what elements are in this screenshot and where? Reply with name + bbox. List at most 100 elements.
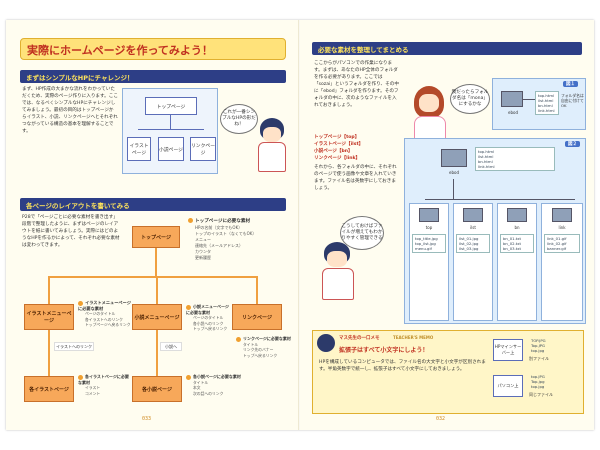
file-name: Top.JPG	[531, 343, 545, 348]
subfolder-name: ilst	[470, 225, 476, 230]
file-name: bn_02.txt	[503, 241, 521, 246]
girl-character-illustration	[408, 86, 452, 148]
file-name: ilst_02.jpg	[459, 241, 479, 246]
fig1-file-list: top.html ilst.html bn.html link.html	[535, 91, 559, 115]
teacher-memo: マス先生の一口メモ TEACHER'S MEMO 拡張子はすべて小文字にしよう！…	[312, 330, 584, 414]
subfolder-link: link link_01.gif link_02.gif banner.gif	[541, 203, 583, 321]
file-name: ilst.html	[478, 154, 494, 159]
file-name: link.html	[478, 164, 495, 169]
file-name: Top.jpg	[531, 379, 545, 384]
file-name: bn_03.txt	[503, 246, 521, 251]
character-body	[322, 268, 354, 300]
note-item: HPの名前（文字でもOK）	[195, 225, 243, 230]
file-name: TOP.JPG	[531, 338, 546, 343]
file-name: link_01.gif	[547, 236, 567, 241]
diagram-link-page: リンクページ	[190, 137, 216, 161]
list-item: 小説ページ【bn】	[314, 149, 353, 154]
speech-bubble-top: 我だったらフォルダ名は「mona」にするかな	[450, 84, 490, 114]
note-item: コメント	[85, 390, 101, 396]
pc-box: パソコン上	[493, 375, 523, 397]
note-item: タイトル	[193, 379, 209, 385]
connector	[425, 199, 575, 200]
file-name: ilst_03.jpg	[459, 246, 479, 251]
figure-1: 図１ ebod top.html ilst.html bn.html link.…	[492, 78, 586, 130]
diagram-novel-page: 小説ページ	[158, 137, 184, 161]
diagram-connector	[170, 115, 171, 129]
file-name: bn.html	[538, 103, 553, 108]
folder-icon	[501, 91, 523, 107]
layout-novel-page: 各小説ページ	[132, 376, 182, 402]
note-title: イラストメニューページに必要な素材	[78, 300, 131, 311]
file-name: link.html	[538, 108, 555, 113]
layout-illust-menu: イラストメニューページ	[24, 304, 74, 330]
note-top-page: トップページに必要な素材 HPの名前（文字でもOK） トップのイラスト（なくても…	[188, 218, 292, 261]
page-number-right: 032	[436, 416, 446, 422]
hp-file-list: TOP.JPG Top.JPG top.jpg	[529, 337, 559, 354]
section-heading-organize: 必要な素材を整理してまとめる	[312, 42, 582, 55]
note-item: 各小説へのリンク	[193, 320, 224, 326]
folder-icon	[507, 208, 527, 222]
note-item: ページのタイトル	[85, 311, 116, 316]
note-illust-menu: イラストメニューページに必要な素材 ページのタイトル 各イラストへのリンク トッ…	[78, 300, 134, 328]
note-illust-page: 各イラストページに必要な素材 イラスト コメント	[78, 374, 132, 396]
note-novel-menu: 小説メニューページに必要な素材 ページのタイトル 各小説へのリンク トップへ戻る…	[186, 304, 232, 332]
note-item: 更新履歴	[195, 255, 211, 260]
file-name: top.jpg	[531, 384, 545, 389]
note-novel-page: 各小説ページに必要な素材 タイトル 本文 次の話へのリンク	[186, 374, 246, 396]
folder-icon	[441, 149, 467, 167]
note-item: トップへ戻るリンク	[243, 352, 278, 358]
note-item: リンク先のバナー	[243, 347, 274, 352]
folder-icon	[463, 208, 483, 222]
flow-line	[156, 330, 158, 376]
subfolder-name: top	[425, 225, 433, 230]
layout-link-page: リンクページ	[232, 304, 282, 330]
section-text-layout: P28で「ページごとに必要な素材を書き出す」段階で整理したように、まずはページの…	[22, 215, 120, 248]
organize-text: ここからがパソコンでの作業になります。まずは、あなたのHP全体のフォルダを作る必…	[314, 61, 399, 108]
section-heading-simple-hp: まずはシンプルなHPにチャレンジ！	[20, 70, 286, 83]
subfolder-file-list: link_01.gif link_02.gif banner.gif	[544, 234, 580, 253]
note-item: ページのタイトル	[193, 315, 224, 320]
file-name: top.JPG	[531, 374, 545, 379]
note-item: トップページへ戻るリンク	[85, 322, 131, 327]
book-spread: 実際にホームページを作ってみよう！ まずはシンプルなHPにチャレンジ！ まず、H…	[6, 20, 594, 430]
file-name: top.html	[538, 93, 555, 98]
memo-label: マス先生の一口メモ	[339, 336, 380, 341]
file-name: top.jpg	[531, 348, 545, 353]
note-item: 連絡先（メールアドレス）	[195, 243, 243, 248]
bullet-icon	[78, 300, 83, 306]
connector	[523, 99, 535, 100]
folder-icon	[419, 208, 439, 222]
file-name: ilst_01.jpg	[459, 236, 479, 241]
file-name: top_ilst.jpg	[415, 241, 436, 246]
hp-caption: 別ファイル	[529, 356, 549, 361]
left-page: 実際にホームページを作ってみよう！ まずはシンプルなHPにチャレンジ！ まず、H…	[6, 20, 300, 430]
note-item: タイトル	[243, 341, 259, 347]
right-page: 必要な素材を整理してまとめる ここからがパソコンでの作業になります。まずは、あな…	[300, 20, 594, 430]
boy-character-illustration	[316, 242, 360, 302]
file-name: link_02.gif	[547, 241, 567, 246]
note-item: カウンタ	[195, 249, 211, 254]
folder-name: ebod	[508, 110, 518, 115]
pc-caption: 同じファイル	[529, 392, 553, 397]
flow-line	[256, 276, 258, 304]
folder-name: ebod	[449, 170, 459, 175]
connector	[453, 179, 454, 199]
file-name: banner.gif	[547, 246, 567, 251]
memo-text: HPを構成しているコンピュータでは、ファイル名の大文字と小文字が区別されます。半…	[319, 360, 486, 372]
list-item: イラストページ【ilst】	[314, 142, 364, 147]
note-title: トップページに必要な素材	[195, 219, 251, 224]
character-face	[327, 251, 347, 267]
pc-file-list: top.JPG Top.jpg top.jpg	[529, 373, 559, 390]
file-name: menu.gif	[415, 246, 432, 251]
section-heading-layout: 各ページのレイアウトを書いてみる	[20, 198, 286, 211]
subfolder-ilst: ilst ilst_01.jpg ilst_02.jpg ilst_03.jpg	[453, 203, 493, 321]
note-item: トップへ戻るリンク	[193, 326, 228, 331]
fig2-file-list: top.html ilst.html bn.html link.html	[475, 147, 555, 171]
subfolder-bn: bn bn_01.txt bn_02.txt bn_03.txt	[497, 203, 537, 321]
flow-line	[48, 276, 258, 278]
bullet-icon	[186, 374, 191, 380]
flow-line	[48, 330, 50, 376]
subfolder-name: bn	[514, 225, 520, 230]
note-item: 各イラストへのリンク	[85, 316, 123, 322]
note-item: トップのイラスト（なくてもOK）	[195, 231, 257, 236]
